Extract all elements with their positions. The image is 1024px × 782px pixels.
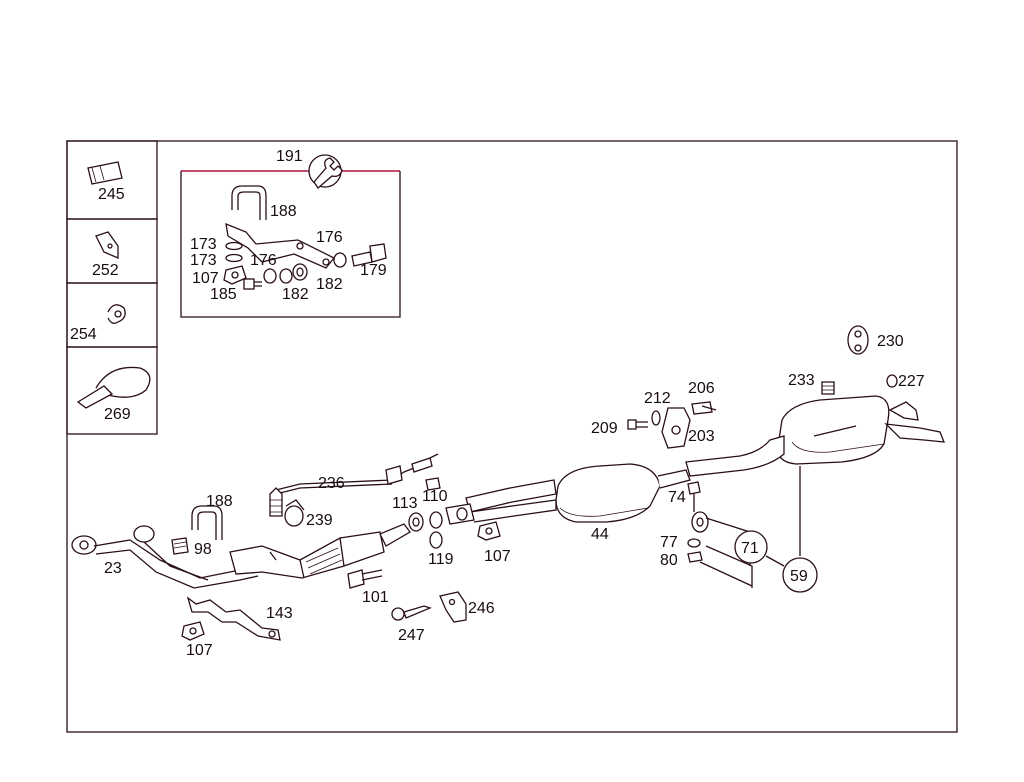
part-227-ring[interactable]: [886, 374, 898, 388]
label-107-kit: 107: [192, 270, 219, 287]
label-191: 191: [276, 148, 303, 165]
part-236-oxygen-sensor[interactable]: [269, 453, 439, 517]
part-247-screw[interactable]: [391, 605, 432, 621]
part-74-bolt[interactable]: [687, 481, 701, 512]
label-236: 236: [318, 475, 345, 492]
label-179: 179: [360, 262, 387, 279]
part-206-bolt[interactable]: [691, 401, 717, 415]
part-107-nut[interactable]: [477, 521, 501, 541]
label-230: 230: [877, 333, 904, 350]
label-143: 143: [266, 605, 293, 622]
part-212-clamp[interactable]: [651, 410, 661, 426]
part-77-washer[interactable]: [687, 538, 701, 548]
label-80: 80: [660, 552, 678, 569]
part-110-clip[interactable]: [425, 477, 441, 491]
part-107-nut-lower[interactable]: [181, 621, 205, 641]
part-203-hanger[interactable]: [661, 407, 691, 449]
label-209: 209: [591, 420, 618, 437]
label-212: 212: [644, 390, 671, 407]
label-176-mid: 176: [250, 252, 277, 269]
label-113: 113: [392, 495, 418, 512]
diagram-frame: [66, 140, 958, 733]
part-230-rubber-mount[interactable]: [847, 325, 869, 355]
part-254-clip[interactable]: [107, 304, 126, 324]
label-245: 245: [98, 186, 125, 203]
label-247: 247: [398, 627, 425, 644]
label-107: 107: [484, 548, 511, 565]
part-23-front-pipe[interactable]: [71, 525, 259, 589]
label-59: 59: [790, 568, 808, 585]
label-185: 185: [210, 286, 237, 303]
label-239: 239: [306, 512, 333, 529]
label-182-a: 182: [282, 286, 309, 303]
label-254: 254: [70, 326, 97, 343]
part-119-ring[interactable]: [429, 511, 443, 549]
part-245-clip[interactable]: [87, 161, 123, 185]
part-80-nut[interactable]: [687, 551, 703, 563]
part-98-stud[interactable]: [171, 537, 189, 555]
part-173-washers[interactable]: [225, 241, 243, 263]
label-173-b: 173: [190, 252, 217, 269]
label-101: 101: [362, 589, 389, 606]
part-179-bolt[interactable]: [333, 243, 387, 268]
label-206: 206: [688, 380, 715, 397]
label-188-kit: 188: [270, 203, 297, 220]
inset-column: [66, 140, 158, 435]
part-catalytic-converter[interactable]: [229, 523, 411, 579]
part-246-bracket[interactable]: [439, 591, 467, 623]
label-77: 77: [660, 534, 678, 551]
part-209-bolt[interactable]: [627, 419, 648, 430]
label-269: 269: [104, 406, 131, 423]
label-203: 203: [688, 428, 715, 445]
part-hanger-bushing[interactable]: [691, 511, 709, 533]
part-239-clamp[interactable]: [284, 499, 305, 527]
part-188-u-bolt-kit[interactable]: [231, 185, 267, 220]
label-110: 110: [422, 488, 448, 505]
label-227: 227: [898, 373, 925, 390]
part-252-bracket[interactable]: [95, 231, 119, 259]
label-98: 98: [194, 541, 212, 558]
label-233: 233: [788, 372, 815, 389]
part-185-bolt[interactable]: [243, 278, 262, 290]
part-233-damper[interactable]: [821, 381, 835, 395]
part-269-strap[interactable]: [76, 366, 151, 409]
label-44: 44: [591, 526, 609, 543]
label-23: 23: [104, 560, 122, 577]
label-74: 74: [668, 489, 686, 506]
label-176-top: 176: [316, 229, 343, 246]
part-101-bolt[interactable]: [347, 569, 383, 589]
callout-71[interactable]: [734, 530, 768, 564]
part-182-bushings[interactable]: [263, 263, 308, 284]
part-143-bracket[interactable]: [186, 596, 281, 641]
kit-191-box: [180, 170, 401, 318]
label-107-lower: 107: [186, 642, 213, 659]
label-71: 71: [741, 540, 759, 557]
label-182-b: 182: [316, 276, 343, 293]
part-flange-joint[interactable]: [445, 503, 475, 525]
part-113-ring[interactable]: [408, 512, 424, 532]
label-252: 252: [92, 262, 119, 279]
label-188: 188: [206, 493, 233, 510]
part-188-u-bolt[interactable]: [191, 505, 223, 540]
wrench-icon: [308, 154, 343, 189]
part-59-rear-muffler[interactable]: [685, 395, 946, 477]
callout-59[interactable]: [782, 557, 818, 593]
part-44-center-muffler[interactable]: [465, 463, 691, 523]
part-107-nut-kit[interactable]: [223, 265, 247, 285]
label-246: 246: [468, 600, 495, 617]
label-173-a: 173: [190, 236, 217, 253]
label-119: 119: [428, 551, 454, 568]
